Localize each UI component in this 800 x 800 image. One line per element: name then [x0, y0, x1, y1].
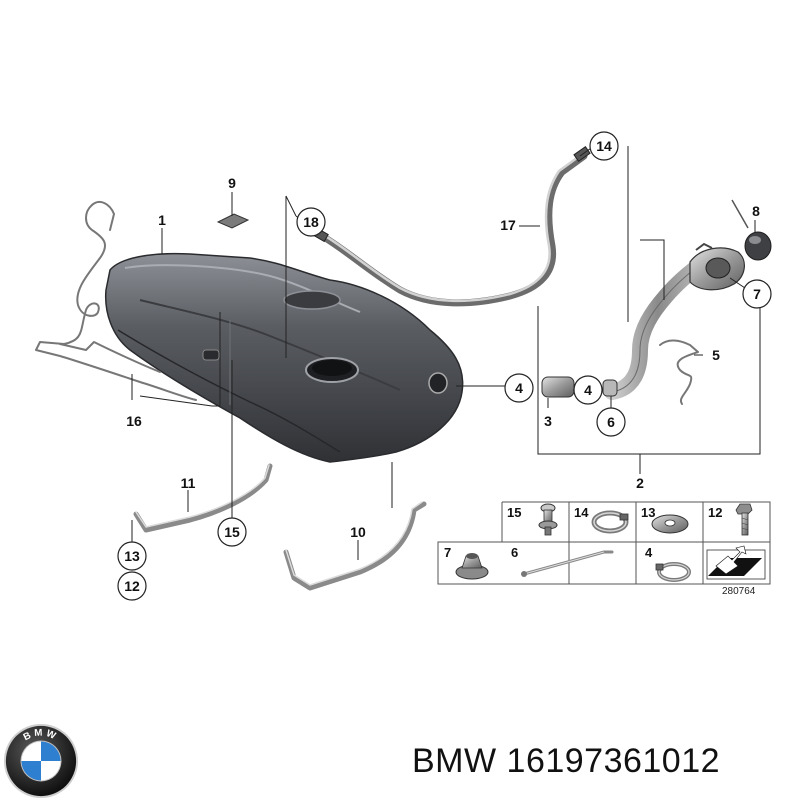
table-cell-bottom-1: 7 — [444, 545, 451, 560]
callout-3: 3 — [544, 413, 552, 429]
callout-1: 1 — [158, 212, 166, 228]
callout-7: 7 — [753, 286, 761, 302]
callout-17: 17 — [500, 217, 516, 233]
hose-clamp-drawing — [591, 510, 629, 534]
bmw-logo: BMW — [3, 723, 79, 799]
part-number-caption: BMW 16197361012 — [412, 742, 721, 780]
brake-line-part — [35, 201, 197, 401]
table-cell-bottom-2: 6 — [511, 545, 518, 560]
callout-10: 10 — [350, 524, 366, 540]
callout-circle-14: 14 — [589, 131, 619, 161]
callout-circle-4-tank: 4 — [504, 373, 534, 403]
callout-18: 18 — [303, 214, 319, 230]
callout-12: 12 — [124, 578, 140, 594]
svg-text:BMW: BMW — [22, 727, 60, 743]
callout-circle-13: 13 — [117, 541, 147, 571]
callout-11: 11 — [181, 475, 196, 491]
table-cell-top-3: 13 — [641, 505, 655, 520]
diagram-reference-number: 280764 — [722, 586, 756, 597]
bolt-drawing — [735, 503, 753, 536]
table-cell-top-4: 12 — [708, 505, 722, 520]
callout-circle-4-filler: 4 — [573, 375, 603, 405]
callout-circle-6: 6 — [596, 407, 626, 437]
callout-6: 6 — [607, 414, 615, 430]
fixing-part-drawing — [521, 550, 614, 577]
table-cell-top-1: 15 — [507, 505, 521, 520]
strap-front-part — [133, 463, 273, 533]
callout-13: 13 — [124, 548, 140, 564]
callout-5: 5 — [712, 347, 720, 363]
nut-drawing — [455, 553, 489, 580]
filler-pipe-part — [541, 242, 745, 400]
hose-connector-part — [659, 339, 699, 405]
callout-4-filler: 4 — [584, 382, 592, 398]
direction-symbol — [706, 545, 766, 580]
clamp-drawing — [655, 562, 691, 582]
callout-4-tank: 4 — [515, 380, 523, 396]
washer-drawing — [651, 514, 689, 534]
callout-9: 9 — [228, 175, 236, 191]
bracket-screw-drawing — [538, 503, 558, 536]
callout-circle-15: 15 — [217, 517, 247, 547]
callout-2: 2 — [636, 475, 644, 491]
pad-part — [216, 213, 250, 229]
callout-circle-18: 18 — [296, 207, 326, 237]
leader-lines — [131, 145, 761, 560]
callout-14: 14 — [596, 138, 612, 154]
strap-rear-part — [283, 501, 427, 591]
parts-table: 15 14 13 12 7 6 4 — [437, 501, 771, 597]
callout-16: 16 — [126, 413, 142, 429]
callout-circle-7: 7 — [742, 279, 772, 309]
callout-15: 15 — [224, 524, 240, 540]
table-cell-top-2: 14 — [574, 505, 589, 520]
callout-8: 8 — [752, 203, 760, 219]
fuel-tank — [104, 252, 464, 463]
cap-part — [731, 199, 772, 261]
callout-circle-12: 12 — [117, 571, 147, 601]
vent-line-part — [313, 146, 591, 307]
table-cell-bottom-3: 4 — [645, 545, 653, 560]
